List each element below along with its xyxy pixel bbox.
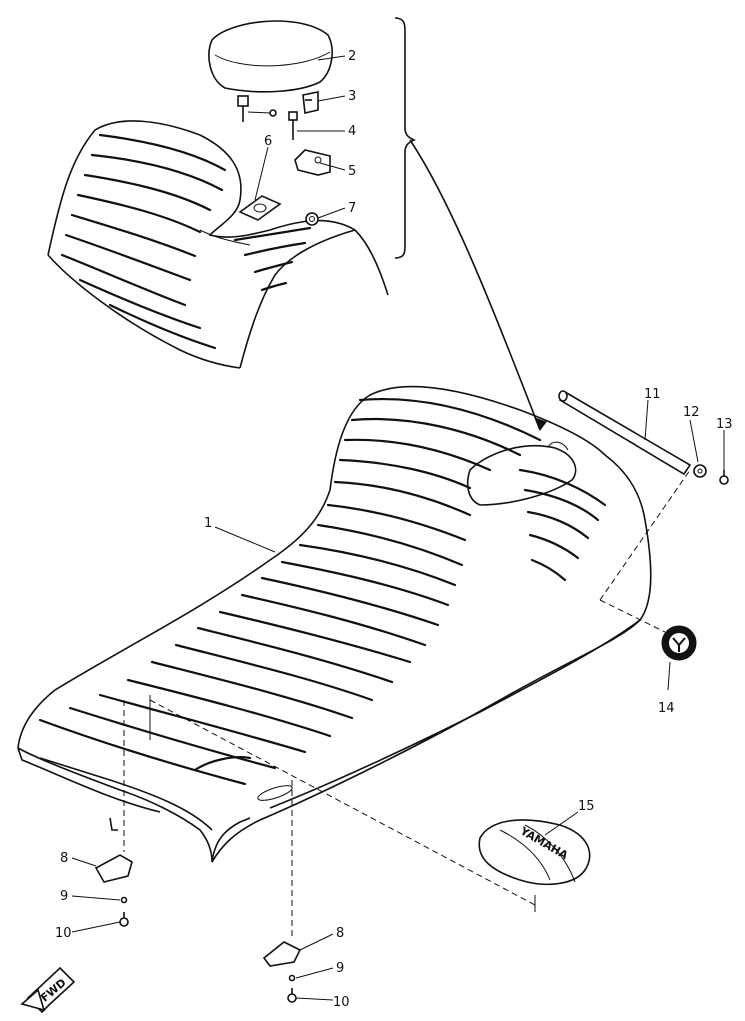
forward-direction-arrow: FWD — [20, 966, 76, 1014]
main-seat-ribs — [38, 397, 607, 786]
callout-7: 7 — [348, 201, 356, 216]
mount-bracket-part-8-bottom — [262, 941, 302, 967]
bottom-mount-assembly — [262, 941, 302, 1003]
callout-15: 15 — [578, 799, 595, 814]
main-seat-part-1 — [17, 385, 652, 863]
callout-13: 13 — [716, 417, 733, 432]
washer-part-12 — [693, 464, 707, 478]
screw-part-4 — [288, 111, 298, 140]
callout-4: 4 — [348, 124, 356, 139]
callout-11: 11 — [644, 387, 661, 402]
callout-5: 5 — [348, 164, 356, 179]
callout-2: 2 — [348, 49, 356, 64]
callout-9-bottom: 9 — [336, 961, 344, 976]
hinge-plate-part-6 — [238, 195, 282, 221]
bolt-part-10-bottom — [287, 988, 297, 1003]
backrest-pad-part-2 — [208, 20, 333, 93]
emblem-part-14 — [661, 625, 697, 661]
callout-14: 14 — [658, 701, 675, 716]
callout-8-left: 8 — [60, 851, 68, 866]
main-leader-lines — [71, 399, 725, 1001]
inset-leader-lines — [247, 55, 346, 219]
washer-part-left — [269, 109, 277, 117]
callout-1: 1 — [204, 516, 212, 531]
hinge-rod-part-11 — [558, 390, 692, 476]
callout-labels: 1 2 3 4 5 6 7 8 9 10 11 12 13 14 15 8 9 … — [55, 49, 733, 1010]
bracket-part-3 — [302, 91, 319, 114]
callout-12: 12 — [683, 405, 700, 420]
washer-part-9-left — [120, 896, 128, 904]
callout-3: 3 — [348, 89, 356, 104]
left-mount-assembly — [94, 854, 133, 927]
inset-detail-view — [47, 120, 389, 369]
assembly-guide-lines — [123, 469, 691, 940]
detail-bracket — [394, 17, 547, 431]
callout-10-left: 10 — [55, 926, 72, 941]
tool-pouch-part-15: YAMAHA — [478, 819, 591, 886]
bolt-part-3-left — [237, 95, 249, 122]
mount-bracket-part-8-left — [94, 854, 133, 883]
inset-seat-ribs — [60, 133, 312, 350]
bracket-part-5 — [294, 149, 331, 176]
nut-part-7 — [305, 212, 319, 226]
callout-8-bottom: 8 — [336, 926, 344, 941]
washer-part-9-bottom — [288, 974, 296, 982]
screw-part-13 — [719, 470, 729, 485]
bolt-part-10-left — [119, 912, 129, 927]
callout-10-bottom: 10 — [333, 995, 350, 1010]
callout-9-left: 9 — [60, 889, 68, 904]
callout-6: 6 — [264, 134, 272, 149]
